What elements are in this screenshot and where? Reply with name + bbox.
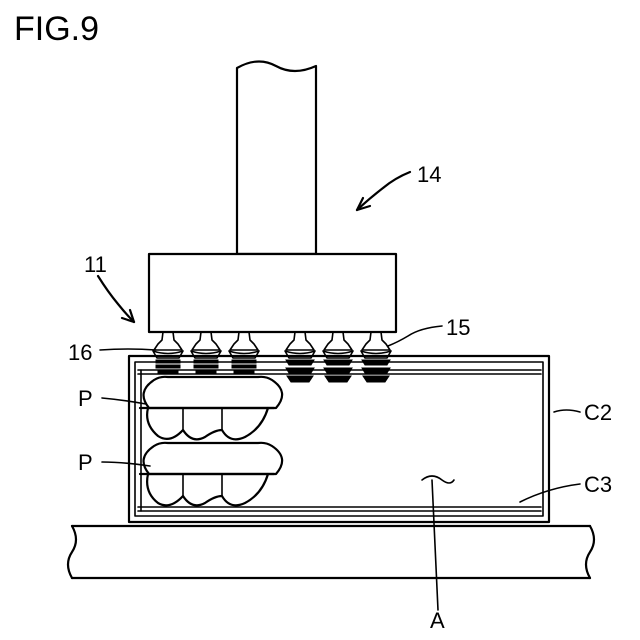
label-hand-11: 11 — [84, 252, 107, 277]
label-suction-16: 16 — [68, 340, 92, 365]
suction-cup — [153, 332, 183, 373]
label-pack-p-top: P — [78, 386, 93, 411]
suction-cup — [229, 332, 259, 373]
hand-block — [149, 254, 396, 332]
suction-cup-group-left — [153, 332, 259, 373]
label-robot-14: 14 — [417, 162, 441, 187]
label-case-c3: C3 — [584, 472, 612, 497]
leader-lines — [98, 172, 580, 610]
suction-cup — [191, 332, 221, 373]
figure-title: FIG.9 — [14, 10, 99, 48]
conveyor-base — [68, 526, 594, 578]
label-case-c2: C2 — [584, 400, 612, 425]
inner-case — [138, 370, 541, 511]
egg-pack-bottom — [140, 443, 282, 506]
label-suction-15: 15 — [446, 315, 470, 340]
label-pack-p-bottom: P — [78, 450, 93, 475]
label-region-a: A — [430, 608, 445, 633]
egg-pack-top — [140, 377, 282, 440]
robot-arm-shaft — [237, 61, 316, 254]
